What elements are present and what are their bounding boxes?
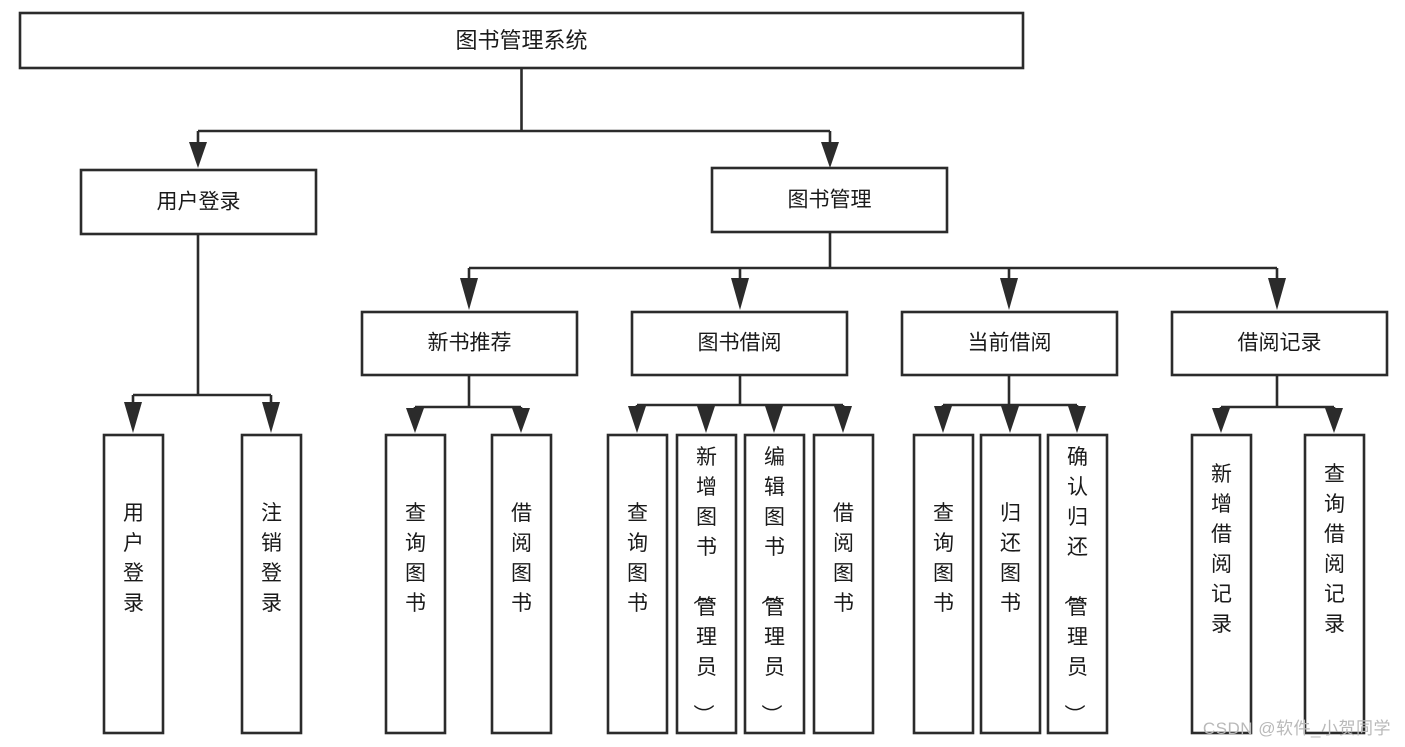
node-leaf-add-book-admin-box[interactable] (675, 433, 738, 735)
node-leaf-query-book-2-label: 查询图书 (627, 502, 648, 615)
node-leaf-add-borrow-record[interactable]: 新增借阅记录 (1190, 433, 1253, 735)
node-leaf-query-borrow-record-box[interactable] (1303, 433, 1366, 735)
node-new-book-recommend[interactable]: 新书推荐 (360, 310, 579, 377)
node-leaf-add-borrow-record-box[interactable] (1190, 433, 1253, 735)
node-leaf-user-login-label: 用户登录 (123, 502, 144, 615)
node-leaf-edit-book-admin-label: 编辑图书（管理员） (759, 446, 785, 725)
node-leaf-confirm-return-admin-box[interactable] (1046, 433, 1109, 735)
node-leaf-return-book-box[interactable] (979, 433, 1042, 735)
node-leaf-borrow-book-1[interactable]: 借阅图书 (490, 433, 553, 735)
node-leaf-user-login[interactable]: 用户登录 (102, 433, 165, 735)
connectors-book-borrow-to-leaves (628, 375, 852, 433)
node-book-management-label: 图书管理 (788, 189, 872, 212)
arrowhead-leaf-add-book-admin (697, 406, 715, 433)
node-leaf-query-borrow-record-label: 查询借阅记录 (1324, 463, 1345, 636)
node-leaf-confirm-return-admin[interactable]: 确认归还（管理员） (1046, 433, 1109, 735)
connectors-borrow-record-to-leaves (1212, 375, 1343, 433)
arrowhead-leaf-confirm-return-admin (1068, 406, 1086, 433)
node-leaf-query-book-2-box[interactable] (606, 433, 669, 735)
arrowhead-leaf-add-borrow-record (1212, 408, 1230, 433)
connectors-new-book-to-leaves (406, 375, 530, 433)
arrowhead-current-borrow (1000, 278, 1018, 310)
csdn-watermark: CSDN @软件_小贺同学 (1202, 719, 1391, 738)
node-root[interactable]: 图书管理系统 (18, 11, 1025, 70)
arrowhead-leaf-query-book-3 (934, 406, 952, 433)
node-user-login-box[interactable] (79, 168, 318, 236)
connectors-user-login-to-leaves (124, 234, 280, 433)
node-leaf-query-borrow-record[interactable]: 查询借阅记录 (1303, 433, 1366, 735)
node-leaf-edit-book-admin[interactable]: 编辑图书（管理员） (743, 433, 806, 735)
node-leaf-query-book-1-label: 查询图书 (405, 502, 426, 615)
node-leaf-logout-login-label: 注销登录 (261, 502, 282, 615)
arrowhead-leaf-return-book (1001, 406, 1019, 433)
node-leaf-query-book-3-label: 查询图书 (933, 502, 954, 615)
node-leaf-edit-book-admin-box[interactable] (743, 433, 806, 735)
node-borrow-record[interactable]: 借阅记录 (1170, 310, 1389, 377)
arrowhead-leaf-edit-book-admin (765, 406, 783, 433)
connectors-book-management-to-level3 (460, 232, 1286, 310)
arrowhead-leaf-borrow-book-1 (512, 408, 530, 433)
node-leaf-query-book-3-box[interactable] (912, 433, 975, 735)
node-leaf-borrow-book-2-label: 借阅图书 (833, 502, 854, 615)
node-leaf-add-book-admin[interactable]: 新增图书（管理员） (675, 433, 738, 735)
node-leaf-user-login-box[interactable] (102, 433, 165, 735)
node-book-borrow-box[interactable] (630, 310, 849, 377)
node-new-book-recommend-label: 新书推荐 (428, 332, 512, 355)
node-current-borrow-label: 当前借阅 (968, 332, 1052, 355)
arrowhead-leaf-borrow-book-2 (834, 406, 852, 433)
arrowhead-book-management (821, 142, 839, 168)
node-leaf-borrow-book-2-box[interactable] (812, 433, 875, 735)
node-current-borrow-box[interactable] (900, 310, 1119, 377)
arrowhead-user-login (189, 142, 207, 168)
node-leaf-add-borrow-record-label: 新增借阅记录 (1211, 463, 1232, 636)
arrowhead-new-book (460, 278, 478, 310)
node-leaf-query-book-1-box[interactable] (384, 433, 447, 735)
arrowhead-leaf-query-book-1 (406, 408, 424, 433)
node-leaf-logout-login[interactable]: 注销登录 (240, 433, 303, 735)
node-leaf-borrow-book-1-box[interactable] (490, 433, 553, 735)
node-book-management-box[interactable] (710, 166, 949, 234)
arrowhead-leaf-logout-login (262, 402, 280, 433)
node-leaf-return-book-label: 归还图书 (1000, 502, 1021, 615)
node-leaf-query-book-3[interactable]: 查询图书 (912, 433, 975, 735)
connectors-root-to-level2 (189, 68, 839, 168)
node-user-login[interactable]: 用户登录 (79, 168, 318, 236)
node-borrow-record-label: 借阅记录 (1238, 332, 1322, 355)
node-book-borrow-label: 图书借阅 (698, 332, 782, 355)
node-book-borrow[interactable]: 图书借阅 (630, 310, 849, 377)
node-book-management[interactable]: 图书管理 (710, 166, 949, 234)
node-leaf-logout-login-box[interactable] (240, 433, 303, 735)
node-leaf-return-book[interactable]: 归还图书 (979, 433, 1042, 735)
node-user-login-label: 用户登录 (157, 191, 241, 214)
node-leaf-query-book-1[interactable]: 查询图书 (384, 433, 447, 735)
node-leaf-borrow-book-1-label: 借阅图书 (511, 502, 532, 615)
node-borrow-record-box[interactable] (1170, 310, 1389, 377)
node-root-label: 图书管理系统 (455, 28, 587, 53)
arrowhead-leaf-query-borrow-record (1325, 408, 1343, 433)
arrowhead-leaf-query-book-2 (628, 406, 646, 433)
node-root-box[interactable] (18, 11, 1025, 70)
arrowhead-leaf-user-login (124, 402, 142, 433)
node-leaf-borrow-book-2[interactable]: 借阅图书 (812, 433, 875, 735)
connectors-current-borrow-to-leaves (934, 375, 1086, 433)
arrowhead-borrow-record (1268, 278, 1286, 310)
node-leaf-confirm-return-admin-label: 确认归还（管理员） (1062, 446, 1088, 725)
node-current-borrow[interactable]: 当前借阅 (900, 310, 1119, 377)
node-new-book-recommend-box[interactable] (360, 310, 579, 377)
node-leaf-query-book-2[interactable]: 查询图书 (606, 433, 669, 735)
arrowhead-book-borrow (731, 278, 749, 310)
node-leaf-add-book-admin-label: 新增图书（管理员） (691, 446, 717, 725)
